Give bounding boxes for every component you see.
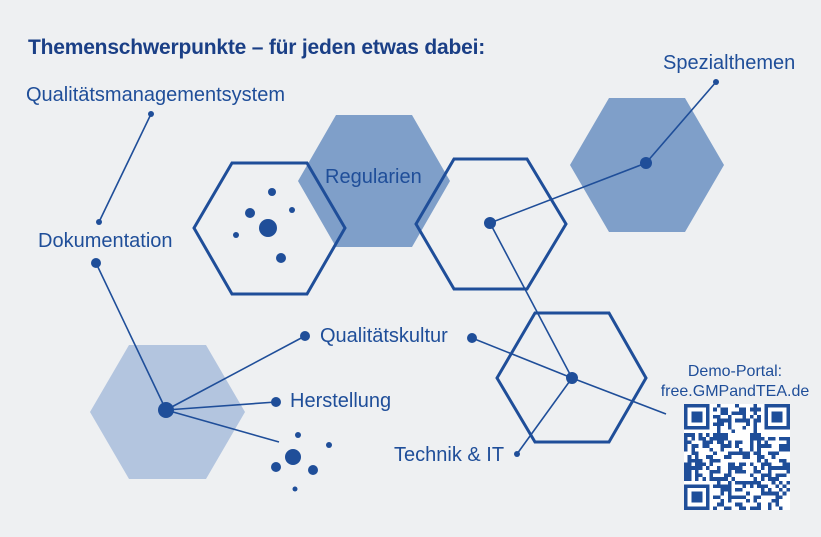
hexagon-outline-technik	[495, 311, 648, 444]
particle-cluster-upper	[233, 188, 295, 263]
topic-qualitaetskultur: Qualitätskultur	[320, 325, 448, 347]
particle-cluster-lower	[271, 432, 332, 492]
demo-portal-caption: Demo-Portal: free.GMPandTEA.de	[660, 362, 810, 402]
topic-qualitaetsmanagementsystem: Qualitätsmanagementsystem	[26, 84, 286, 106]
qr-code[interactable]	[684, 404, 790, 510]
qr-modules	[684, 404, 790, 510]
connector-lines	[95, 81, 717, 455]
hexagon-outline-center	[414, 157, 568, 291]
topic-technik-it: Technik & IT	[394, 444, 505, 466]
topic-spezialthemen: Spezialthemen	[663, 52, 796, 74]
page-title: Themenschwerpunkte – für jeden etwas dab…	[28, 36, 486, 59]
topic-herstellung: Herstellung	[290, 390, 392, 412]
demo-portal-url[interactable]: free.GMPandTEA.de	[660, 383, 810, 400]
demo-portal-label: Demo-Portal:	[687, 363, 783, 380]
topic-dokumentation: Dokumentation	[38, 230, 173, 252]
hexagon-outline-dots	[192, 161, 347, 296]
topic-regularien: Regularien	[325, 166, 422, 188]
node-dots	[91, 79, 719, 457]
